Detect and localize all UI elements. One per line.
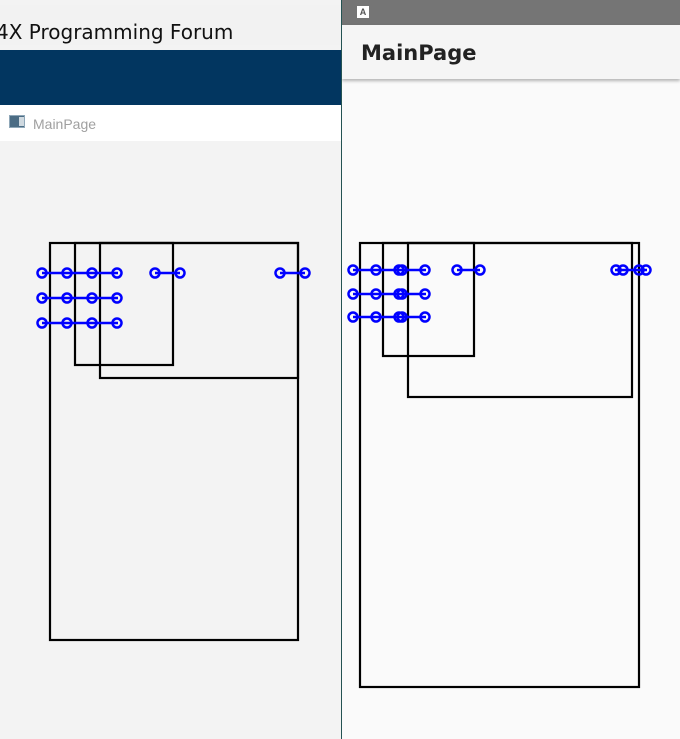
page-tab-strip[interactable] [0, 105, 342, 141]
handle-row-1[interactable] [36, 267, 123, 279]
inner-rectangle [73, 241, 175, 367]
page-icon [9, 115, 25, 128]
handle-row-3[interactable] [36, 317, 123, 329]
handle-pair-right[interactable] [610, 264, 652, 276]
handle-row-2[interactable] [36, 292, 123, 304]
inner-rectangle [381, 241, 476, 358]
middle-rectangle [98, 241, 300, 380]
window-title: 4X Programming Forum [0, 20, 234, 44]
status-bar: A [342, 0, 680, 25]
navigation-bar [0, 50, 342, 105]
handle-pair-middle[interactable] [451, 264, 486, 276]
android-app-pane: A MainPage [342, 0, 680, 739]
windows-app-pane: 4X Programming Forum MainPage [0, 5, 342, 642]
windows-drawing-canvas [36, 241, 311, 642]
notification-icon: A [357, 6, 369, 18]
window-title-bar: 4X Programming Forum [0, 5, 342, 45]
handle-row-1[interactable] [347, 264, 431, 276]
handle-pair-middle[interactable] [149, 267, 186, 279]
page-title: MainPage [361, 41, 477, 65]
pane-divider [341, 0, 342, 739]
app-bar: MainPage [342, 25, 680, 79]
handle-row-3[interactable] [347, 311, 431, 323]
handle-pair-right[interactable] [274, 267, 311, 279]
outer-rectangle [358, 241, 641, 689]
handle-row-2[interactable] [347, 288, 431, 300]
middle-rectangle [406, 241, 634, 399]
page-tab-label[interactable]: MainPage [33, 116, 97, 132]
android-drawing-canvas [347, 241, 652, 689]
